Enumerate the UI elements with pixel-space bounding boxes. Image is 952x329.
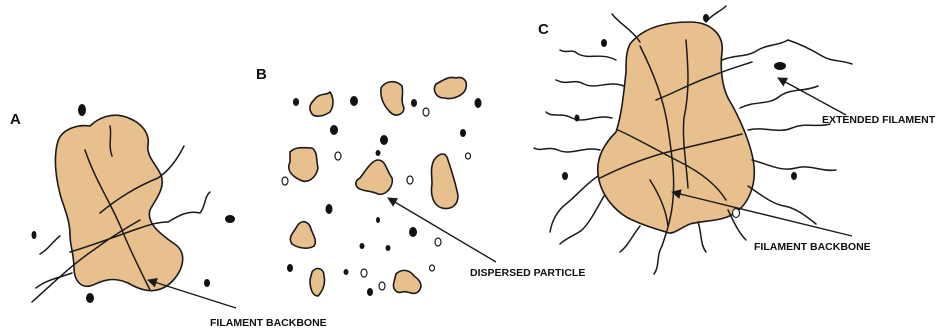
- panel-b-particle: [475, 98, 482, 108]
- panel-a-particle: [225, 215, 235, 223]
- panel-c-extended-filament: [706, 6, 726, 22]
- panel-c-extended-filament: [722, 40, 788, 60]
- panel-b-particle-cluster: [290, 222, 315, 248]
- panel-b-particle: [376, 217, 380, 223]
- panel-b-small-particle: [379, 282, 385, 290]
- panel-a: A FILAMENT BACKBONE: [10, 104, 327, 329]
- panel-b-small-particle: [430, 265, 435, 271]
- panel-b-small-particle: [466, 153, 471, 159]
- panel-c-extended-filament: [740, 86, 818, 108]
- panel-b-particle: [330, 125, 338, 135]
- panel-b-particle-cluster: [431, 154, 458, 209]
- panel-c-extended-filament: [612, 14, 640, 42]
- panel-b-small-particle: [361, 269, 367, 277]
- panel-b-particle-cluster: [434, 77, 466, 98]
- panel-c-extended-filament: [556, 80, 624, 86]
- panel-b-particle: [367, 288, 373, 296]
- panel-b-small-particle: [282, 177, 288, 185]
- panel-c-floc: [598, 22, 755, 233]
- panel-b-particle-cluster: [310, 92, 333, 116]
- panel-c-extended-filament: [560, 50, 616, 60]
- panel-a-filament: [36, 273, 72, 288]
- panel-a-particle: [78, 104, 86, 116]
- panel-b-particle: [326, 204, 333, 214]
- panel-c-extended-filament: [752, 160, 836, 170]
- panel-a-label: FILAMENT BACKBONE: [210, 317, 327, 329]
- panel-c-letter: C: [538, 21, 549, 38]
- panel-a-filament: [168, 192, 210, 222]
- panel-a-letter: A: [10, 111, 21, 128]
- panel-b-particle: [344, 269, 349, 275]
- panel-c-extended-filament: [788, 40, 852, 64]
- panel-b-particle: [411, 99, 417, 107]
- panel-c-small-particle: [733, 209, 740, 218]
- panel-b: B DISPERSED PARTI: [256, 66, 585, 296]
- panel-b-particle: [293, 98, 299, 106]
- panel-c-extended-filament: [620, 226, 640, 252]
- panel-b-particle-cluster: [310, 269, 325, 296]
- panel-c-particle: [703, 14, 709, 22]
- panel-b-small-particle: [335, 152, 341, 160]
- panel-c-particle: [575, 115, 580, 122]
- panel-b-particle: [360, 243, 365, 249]
- panel-b-particle: [386, 245, 391, 251]
- panel-b-label: DISPERSED PARTICLE: [470, 267, 585, 279]
- panel-c-particle: [791, 172, 797, 180]
- panel-a-particle: [32, 231, 37, 239]
- panel-b-particle-cluster: [381, 82, 404, 115]
- panel-b-small-particle: [435, 238, 441, 246]
- panel-b-particle: [287, 264, 293, 272]
- panel-c-extended-label: EXTENDED FILAMENT: [822, 114, 936, 126]
- panel-b-particle-cluster: [289, 148, 318, 182]
- panel-c-backbone-label: FILAMENT BACKBONE: [754, 241, 871, 253]
- panel-c-extended-filament: [748, 124, 830, 130]
- panel-c-extended-pointer-arrow: [778, 78, 846, 115]
- panel-b-particle: [376, 150, 381, 156]
- panel-b-particle: [460, 129, 466, 137]
- panel-b-small-particle: [407, 176, 413, 184]
- panel-c-particle: [601, 39, 607, 47]
- panel-a-pointer-arrow: [148, 280, 236, 308]
- panel-b-particle-cluster: [393, 270, 420, 293]
- panel-c-particle: [562, 172, 568, 180]
- panel-a-filament: [40, 236, 60, 254]
- panel-b-particle: [380, 135, 388, 145]
- panel-c-extended-filament: [550, 176, 598, 232]
- panel-a-particle: [204, 279, 210, 287]
- panel-c-extended-filament: [698, 222, 706, 252]
- panel-c-extended-filament: [654, 246, 662, 274]
- panel-a-particle: [86, 293, 94, 303]
- panel-c-extended-filament: [534, 148, 600, 152]
- panel-c: C EXTENDED FILAM: [534, 6, 936, 274]
- panel-b-letter: B: [256, 66, 267, 83]
- panel-b-particle: [350, 96, 358, 106]
- panel-b-small-particle: [423, 108, 429, 116]
- panel-c-particle: [774, 62, 786, 70]
- panel-b-particle: [409, 227, 417, 237]
- panel-b-particle-cluster: [356, 160, 392, 194]
